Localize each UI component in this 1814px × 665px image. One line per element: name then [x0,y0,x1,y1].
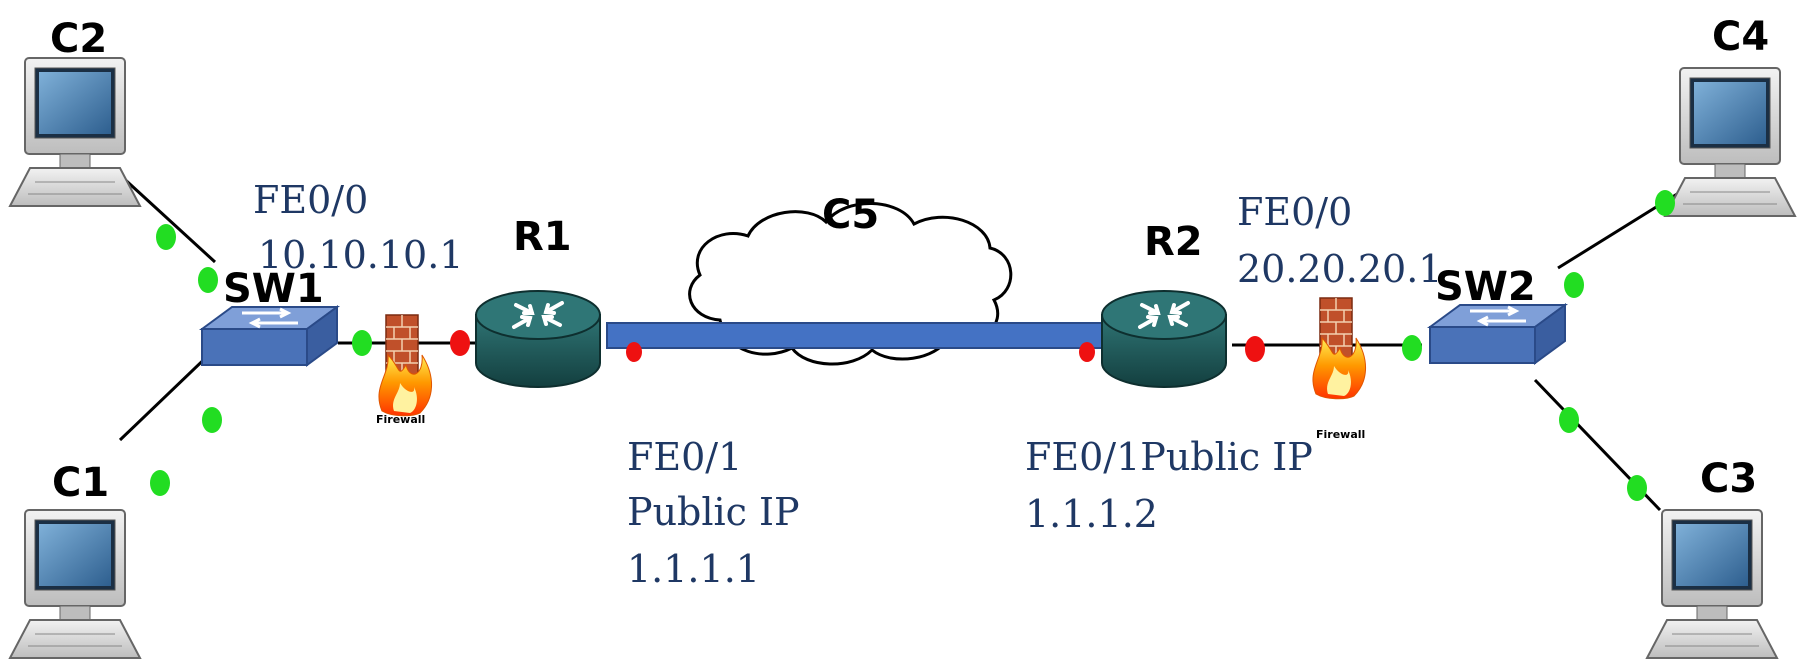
firewall-icon-left: Firewall [376,314,433,426]
port-up-dot [1627,475,1647,501]
firewall-label-left: Firewall [376,413,425,426]
node-label-c4: C4 [1712,14,1769,60]
node-label-r2: R2 [1144,219,1203,265]
port-down-dot [1079,342,1095,362]
firewall-label-right: Firewall [1316,428,1365,441]
port-up-dot [156,224,176,250]
node-label-c3: C3 [1700,456,1757,502]
link-c2-sw1 [118,173,217,264]
port-down-dot [1245,336,1265,362]
port-up-dot [1559,407,1579,433]
switch-icon-sw1[interactable] [200,305,339,367]
switch-icon-sw2[interactable] [1428,303,1567,365]
port-down-dot [450,330,470,356]
port-up-dot [1655,190,1675,216]
r1-fe01-ip: 1.1.1.1 [627,547,760,591]
r1-fe00-name: FE0/0 [253,178,368,222]
node-label-sw1: SW1 [223,266,324,312]
node-label-c5: C5 [822,192,879,238]
router-icon-r2[interactable] [1100,289,1228,389]
port-indicators [150,190,1675,501]
computer-icon-c4[interactable] [1664,67,1796,217]
r1-fe00-ip: 10.10.10.1 [258,233,463,277]
computer-icon-c1[interactable] [9,509,141,659]
port-down-dot [626,342,642,362]
r1-fe01-desc: Public IP [627,490,800,534]
node-label-sw2: SW2 [1435,264,1536,310]
port-up-dot [150,470,170,496]
link-r1-r2-tunnel [606,322,1128,349]
r2-fe01-ip: 1.1.1.2 [1025,492,1158,536]
r2-fe00-ip: 20.20.20.1 [1237,247,1442,291]
node-label-r1: R1 [513,214,572,260]
router-icon-r1[interactable] [474,289,602,389]
computer-icon-c2[interactable] [9,57,141,207]
port-up-dot [198,267,218,293]
port-up-dot [352,330,372,356]
r1-fe01-name: FE0/1 [627,435,742,479]
computer-icon-c3[interactable] [1646,509,1778,659]
r2-fe01-line: FE0/1Public IP [1025,435,1313,479]
node-label-c2: C2 [50,16,107,62]
firewall-icon-right: Firewall [1312,297,1367,441]
port-up-dot [1564,272,1584,298]
r2-fe00-name: FE0/0 [1237,190,1352,234]
node-label-c1: C1 [52,460,109,506]
port-up-dot [1402,335,1422,361]
port-up-dot [202,407,222,433]
